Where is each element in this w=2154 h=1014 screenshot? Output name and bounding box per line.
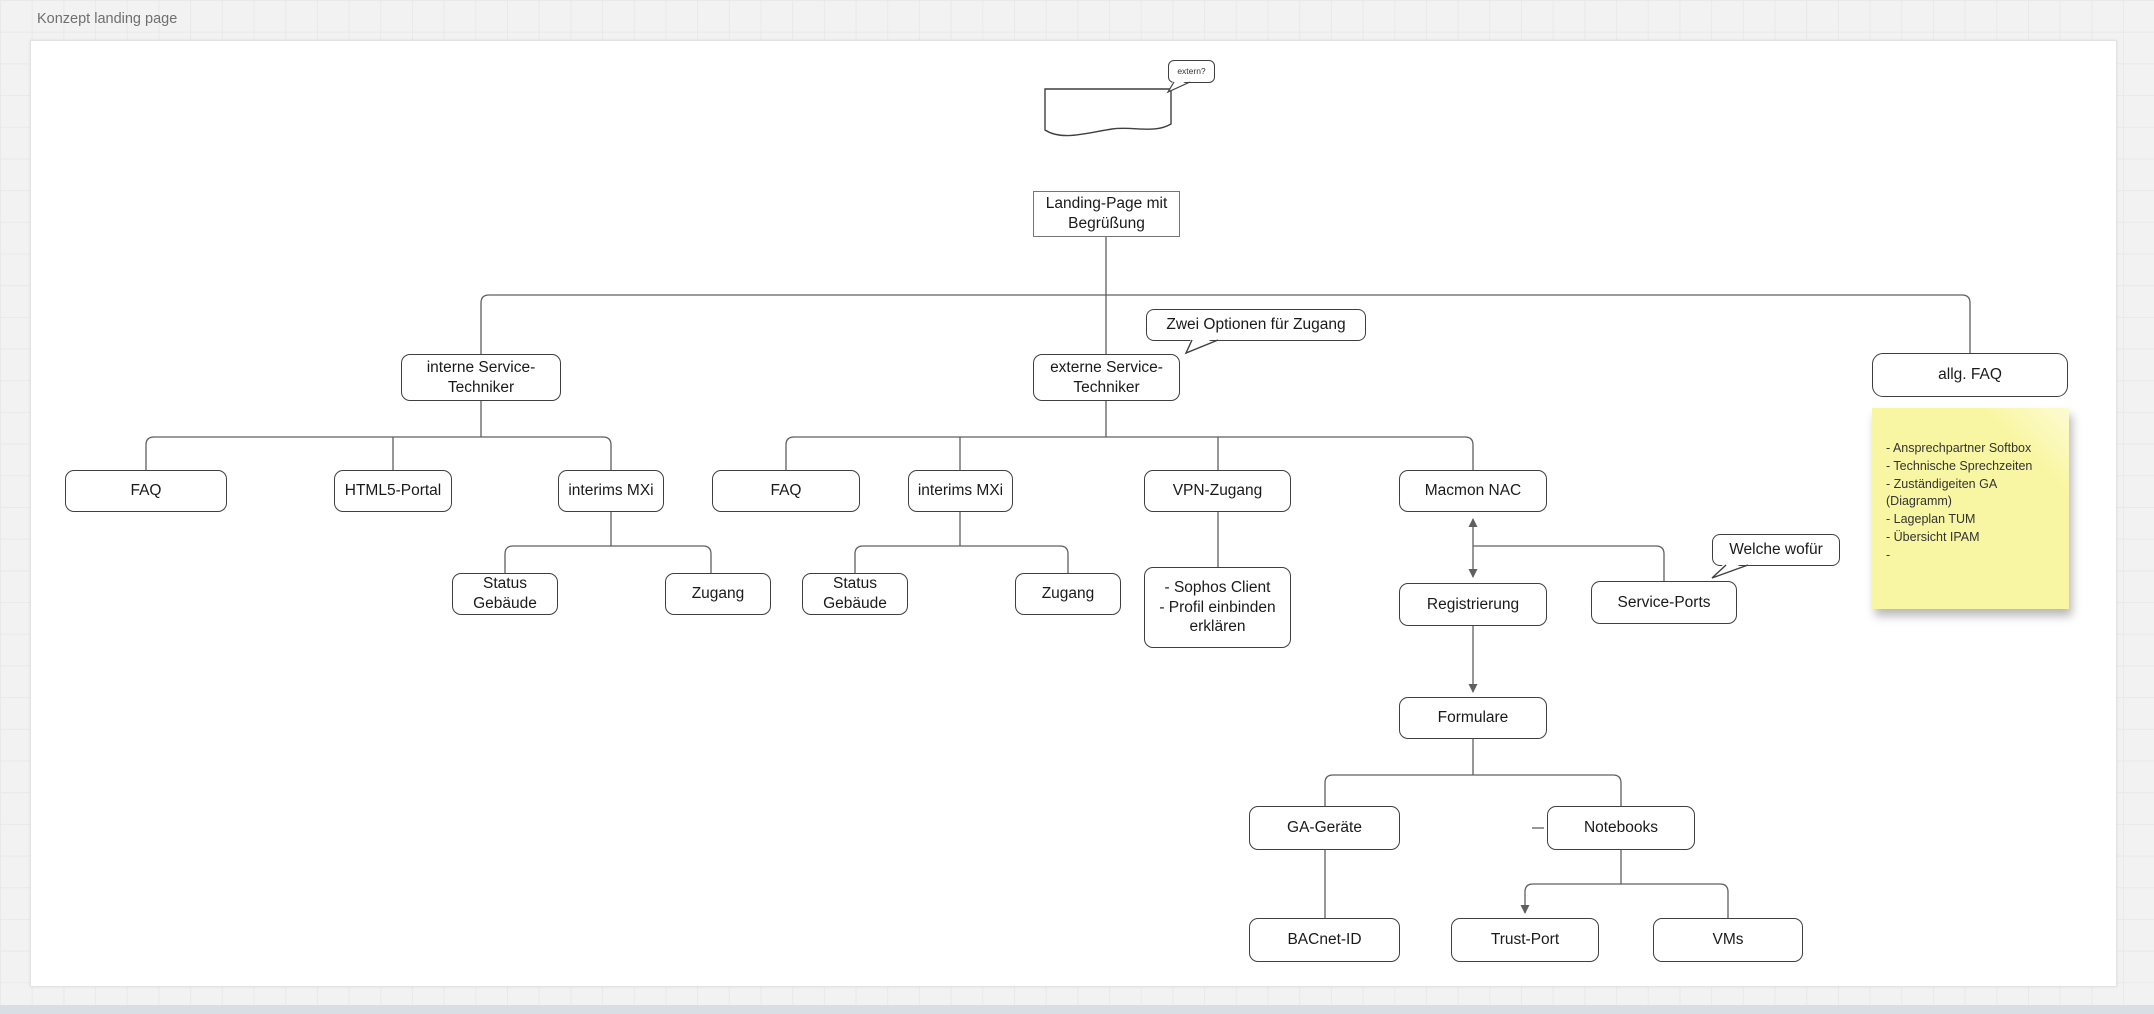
node-ga-geraete-label: GA-Geräte bbox=[1287, 819, 1362, 837]
node-formulare[interactable]: Formulare bbox=[1399, 697, 1547, 739]
node-service-ports[interactable]: Service-Ports bbox=[1591, 581, 1737, 624]
document-url-label: www.ga.glt.lan bbox=[1054, 99, 1162, 116]
callout-extern[interactable]: extern? bbox=[1168, 60, 1215, 83]
node-faq-intern-label: FAQ bbox=[130, 482, 162, 500]
node-registrierung[interactable]: Registrierung bbox=[1399, 583, 1547, 626]
document-url[interactable]: www.ga.glt.lan bbox=[1044, 88, 1172, 128]
callout-extern-label: extern? bbox=[1177, 66, 1206, 77]
callout-zwei-optionen[interactable]: Zwei Optionen für Zugang bbox=[1146, 309, 1366, 341]
sticky-line: - Zuständigeiten GA (Diagramm) bbox=[1886, 476, 1997, 509]
node-zugang-2[interactable]: Zugang bbox=[1015, 573, 1121, 615]
sticky-note[interactable]: - Ansprechpartner Softbox - Technische S… bbox=[1872, 408, 2069, 609]
node-bacnet-id-label: BACnet-ID bbox=[1287, 931, 1362, 949]
node-status-gebaeude-2[interactable]: Status Gebäude bbox=[802, 573, 908, 615]
node-registrierung-label: Registrierung bbox=[1426, 595, 1520, 613]
sticky-line: - Ansprechpartner Softbox bbox=[1886, 441, 2032, 455]
node-sophos-client[interactable]: - Sophos Client - Profil einbinden erklä… bbox=[1144, 567, 1291, 648]
node-interne-label: interne Service-Techniker bbox=[426, 358, 536, 396]
node-status-gebaeude-1-label: Status Gebäude bbox=[473, 575, 537, 612]
node-vpn-zugang-label: VPN-Zugang bbox=[1172, 482, 1263, 500]
node-formulare-label: Formulare bbox=[1437, 709, 1509, 727]
node-sophos-client-label: - Sophos Client - Profil einbinden erklä… bbox=[1159, 578, 1276, 636]
sticky-line: - Lageplan TUM bbox=[1886, 512, 1976, 526]
node-interims-mxi-2[interactable]: interims MXi bbox=[908, 470, 1013, 512]
node-html5-portal[interactable]: HTML5-Portal bbox=[334, 470, 452, 512]
node-ga-geraete[interactable]: GA-Geräte bbox=[1249, 806, 1400, 850]
node-zugang-1-label: Zugang bbox=[691, 585, 745, 603]
node-notebooks-label: Notebooks bbox=[1583, 819, 1659, 837]
node-service-ports-label: Service-Ports bbox=[1617, 593, 1711, 611]
node-allg-faq-label: allg. FAQ bbox=[1938, 366, 2002, 384]
sticky-line: - bbox=[1886, 547, 1891, 562]
diagram-canvas[interactable] bbox=[30, 40, 2117, 987]
node-vpn-zugang[interactable]: VPN-Zugang bbox=[1144, 470, 1291, 512]
node-macmon-nac[interactable]: Macmon NAC bbox=[1399, 470, 1547, 512]
sticky-line: - Übersicht IPAM bbox=[1886, 529, 1980, 544]
node-zugang-1[interactable]: Zugang bbox=[665, 573, 771, 615]
node-faq-extern[interactable]: FAQ bbox=[712, 470, 860, 512]
node-landing-page-label: Landing-Page mit Begrüßung bbox=[1045, 195, 1168, 232]
node-vms-label: VMs bbox=[1712, 931, 1744, 949]
node-interne-service-techniker[interactable]: interne Service-Techniker bbox=[401, 354, 561, 401]
node-interims-mxi-1-label: interims MXi bbox=[568, 482, 654, 500]
node-trust-port-label: Trust-Port bbox=[1490, 931, 1560, 949]
node-allg-faq[interactable]: allg. FAQ bbox=[1872, 353, 2068, 397]
node-externe-label: externe Service-Techniker bbox=[1050, 358, 1163, 396]
node-vms[interactable]: VMs bbox=[1653, 918, 1803, 962]
node-interims-mxi-2-label: interims MXi bbox=[917, 482, 1004, 500]
node-bacnet-id[interactable]: BACnet-ID bbox=[1249, 918, 1400, 962]
diagram-tab-title: Konzept landing page bbox=[37, 11, 178, 27]
node-status-gebaeude-2-label: Status Gebäude bbox=[823, 575, 887, 612]
callout-welche-wofuer-label: Welche wofür bbox=[1729, 541, 1823, 559]
node-externe-service-techniker[interactable]: externe Service-Techniker bbox=[1033, 354, 1180, 401]
node-html5-portal-label: HTML5-Portal bbox=[344, 482, 442, 500]
node-status-gebaeude-1[interactable]: Status Gebäude bbox=[452, 573, 558, 615]
node-notebooks[interactable]: Notebooks bbox=[1547, 806, 1695, 850]
callout-welche-wofuer[interactable]: Welche wofür bbox=[1712, 534, 1840, 566]
node-landing-page[interactable]: Landing-Page mit Begrüßung bbox=[1033, 191, 1180, 237]
node-faq-extern-label: FAQ bbox=[770, 482, 802, 500]
node-trust-port[interactable]: Trust-Port bbox=[1451, 918, 1599, 962]
node-faq-intern[interactable]: FAQ bbox=[65, 470, 227, 512]
horizontal-scrollbar[interactable] bbox=[0, 1005, 2154, 1014]
sticky-line: - Technische Sprechzeiten bbox=[1886, 458, 2033, 473]
callout-zwei-optionen-label: Zwei Optionen für Zugang bbox=[1166, 316, 1346, 334]
node-zugang-2-label: Zugang bbox=[1041, 585, 1095, 603]
node-interims-mxi-1[interactable]: interims MXi bbox=[558, 470, 664, 512]
node-macmon-nac-label: Macmon NAC bbox=[1424, 482, 1522, 500]
